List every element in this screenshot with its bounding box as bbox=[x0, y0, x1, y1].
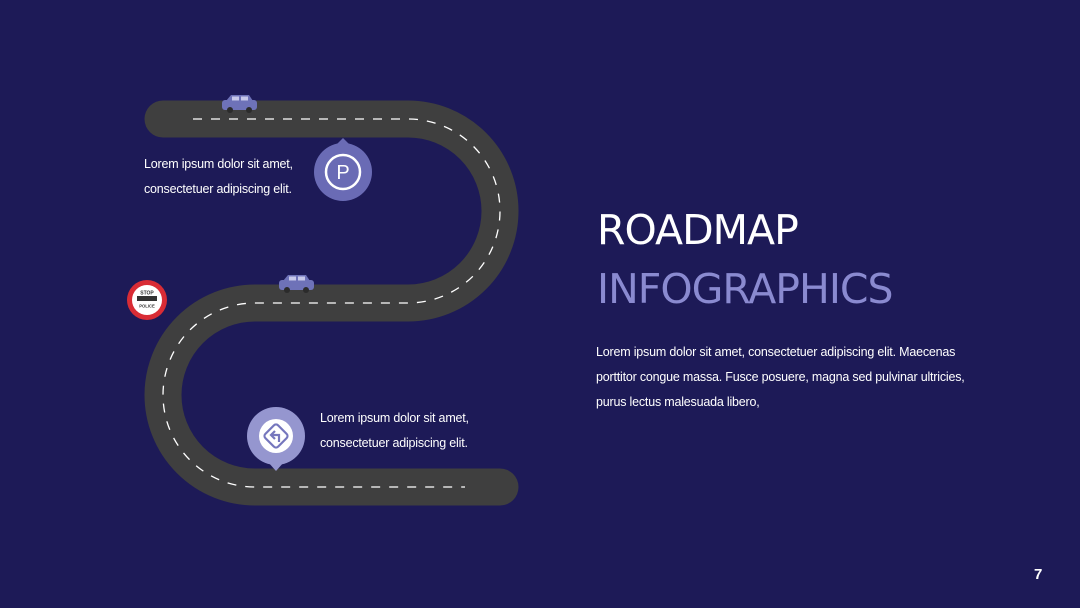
turn-sign-icon bbox=[263, 423, 289, 449]
slide-title: ROADMAP bbox=[597, 206, 799, 254]
stop-sign-bottom-text: POLICE bbox=[139, 304, 155, 309]
callout-text-top: Lorem ipsum dolor sit amet, consectetuer… bbox=[144, 152, 344, 202]
callout-line: consectetuer adipiscing elit. bbox=[320, 436, 468, 450]
stop-sign-top-text: STOP bbox=[140, 291, 154, 297]
stop-police-sign-icon: STOP POLICE bbox=[127, 280, 167, 320]
slide-subtitle: INFOGRAPHICS bbox=[597, 265, 894, 313]
parking-marker: P bbox=[314, 138, 372, 201]
road-lane-markings bbox=[162, 118, 501, 488]
callout-line: Lorem ipsum dolor sit amet, bbox=[144, 157, 293, 171]
car-icon bbox=[279, 275, 314, 293]
page-number: 7 bbox=[1034, 566, 1043, 583]
slide-body-text: Lorem ipsum dolor sit amet, consectetuer… bbox=[596, 345, 965, 409]
car-icon bbox=[222, 95, 257, 113]
turn-sign-marker bbox=[247, 407, 305, 471]
callout-text-bottom: Lorem ipsum dolor sit amet, consectetuer… bbox=[320, 406, 520, 456]
parking-icon: P bbox=[336, 162, 349, 184]
callout-line: consectetuer adipiscing elit. bbox=[144, 182, 292, 196]
callout-line: Lorem ipsum dolor sit amet, bbox=[320, 411, 469, 425]
